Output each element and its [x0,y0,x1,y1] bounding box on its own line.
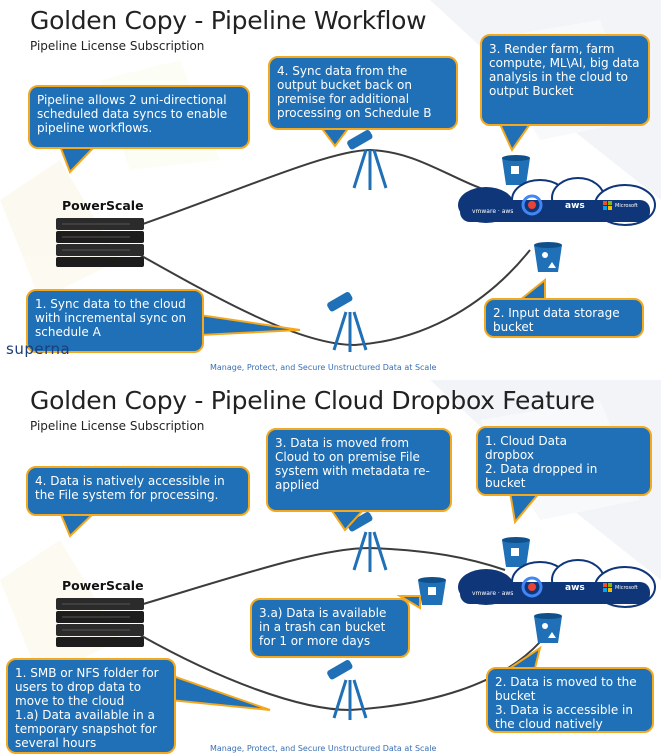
azure-tag: Microsoft [615,203,638,209]
dropbox-bucket-icon [502,537,530,567]
callout-step-2: 2. Input data storage bucket [484,298,644,338]
telescope-icon-schedule-b [347,129,388,190]
callout-step-1: 1. Sync data to the cloud with increment… [26,289,204,353]
page-subtitle: Pipeline License Subscription [30,39,205,53]
callout-tail [199,313,301,337]
slide-pipeline-workflow: vmware · aws aws Microsoft Golden Copy -… [0,0,661,375]
aws-tag: aws [565,201,585,211]
callout-tail [517,277,546,301]
telescope-icon-upload [327,659,368,720]
page-title: Golden Copy - Pipeline Cloud Dropbox Fea… [30,386,595,415]
powerscale-label: PowerScale [62,198,144,213]
output-bucket-icon [502,155,530,185]
callout-step-4: 4. Sync data from the output bucket back… [268,56,458,130]
cloud-bucket-icon [534,613,562,643]
page-title: Golden Copy - Pipeline Workflow [30,6,427,35]
callout-step-3: 3. Render farm, farm compute, ML\AI, big… [480,34,650,126]
footer-tagline: Manage, Protect, and Secure Unstructured… [210,363,437,372]
callout-pipeline-intro: Pipeline allows 2 uni-directional schedu… [28,85,250,149]
cloud-providers-cluster: vmware · aws aws Microsoft [458,559,656,608]
callout-step-3: 3. Data is moved from Cloud to on premis… [266,428,452,512]
callout-step-1-2: 1. Cloud Data dropbox 2. Data dropped in… [476,426,652,496]
trash-bucket-icon [418,577,446,605]
powerscale-server-icon [56,598,144,647]
callout-tail [169,673,271,711]
powerscale-label: PowerScale [62,578,144,593]
sync-curve-b [139,148,501,226]
callout-tail [58,145,98,174]
powerscale-server-icon [56,218,144,267]
superna-logo: superna [6,340,71,358]
callout-tail [506,645,542,669]
callout-step-3a: 3.a) Data is available in a trash can bu… [250,598,410,658]
telescope-icon-return [347,511,388,572]
aws-tag: aws [565,583,585,593]
callout-step-4: 4. Data is natively accessible in the Fi… [26,466,250,516]
page-subtitle: Pipeline License Subscription [30,419,205,433]
footer-tagline: Manage, Protect, and Secure Unstructured… [210,744,437,753]
cloud-providers-cluster: vmware · aws aws Microsoft [458,177,656,226]
sync-curve-a [139,249,531,347]
input-bucket-icon [534,242,562,272]
return-curve [139,546,506,606]
callout-smb-nfs: 1. SMB or NFS folder for users to drop d… [6,658,176,754]
callout-tail [498,123,532,153]
vmware-aws-tag: vmware · aws [472,590,513,597]
slide-cloud-dropbox-feature: vmware · aws aws Microsoft Golden Copy -… [0,380,661,755]
callout-step-2-3: 2. Data is moved to the bucket 3. Data i… [486,667,654,733]
telescope-icon-schedule-a [327,291,368,352]
azure-tag: Microsoft [615,585,638,591]
vmware-aws-tag: vmware · aws [472,208,513,215]
